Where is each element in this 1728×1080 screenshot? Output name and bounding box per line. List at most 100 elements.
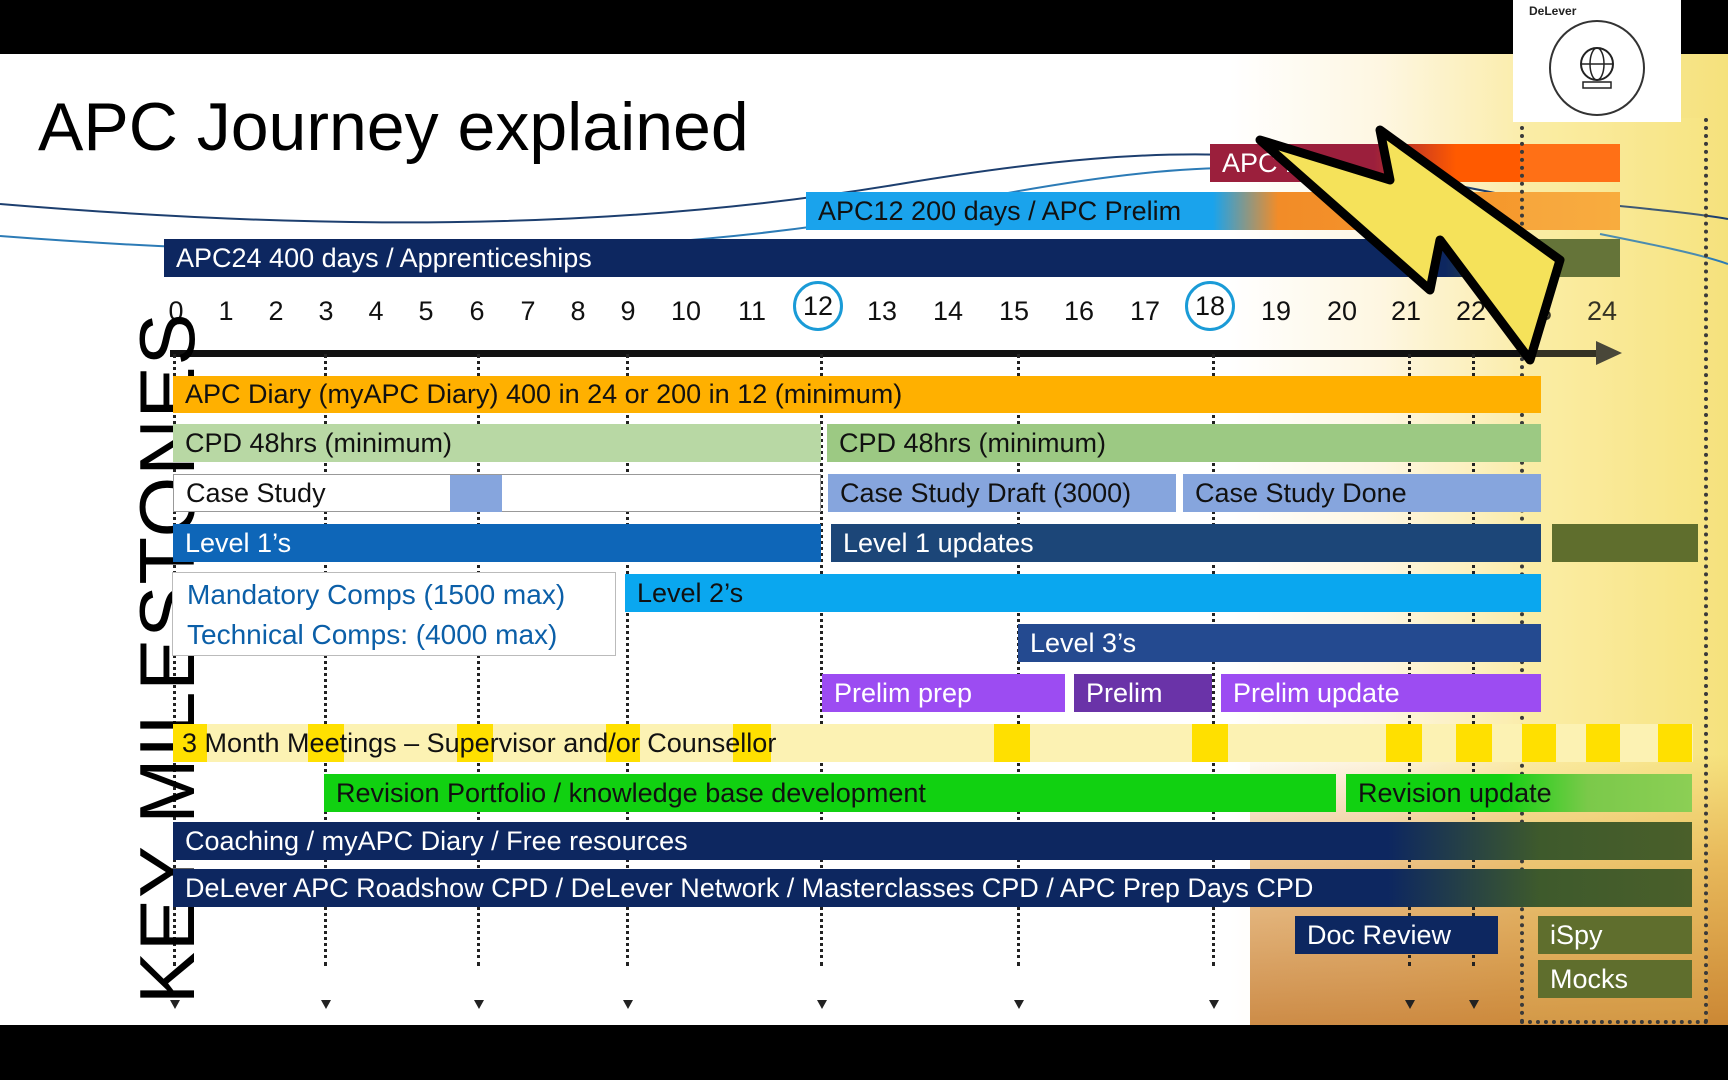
month-axis-labels: 0123456789101112131415161718192021222324	[0, 281, 1728, 336]
meeting-marker-5	[994, 724, 1030, 762]
roadshow-label: DeLever APC Roadshow CPD / DeLever Netwo…	[185, 872, 1314, 903]
timeline-axis	[170, 350, 1600, 357]
mandatory-comps-label: Mandatory Comps (1500 max)	[187, 579, 566, 610]
prelim-prep-label: Prelim prep	[834, 677, 973, 708]
prelim-update-bar: Prelim update	[1221, 674, 1541, 712]
page-title: APC Journey explained	[38, 89, 749, 165]
presenter-logo-panel: DeLever	[1513, 0, 1681, 122]
meeting-marker-3	[606, 724, 640, 762]
meeting-marker-11	[1658, 724, 1692, 762]
slide: APC Journey explained APC 16 APC12 200 d…	[0, 54, 1728, 1025]
gridline-arrow-5	[1014, 1000, 1024, 1009]
case-study-done-bar: Case Study Done	[1183, 474, 1541, 512]
gridline-0	[173, 354, 176, 966]
meeting-marker-1	[308, 724, 344, 762]
month-tick-14: 14	[932, 296, 964, 326]
diary-bar: APC Diary (myAPC Diary) 400 in 24 or 200…	[173, 376, 1541, 413]
doc-review-label: Doc Review	[1307, 919, 1452, 950]
level1-updates-label: Level 1 updates	[843, 527, 1034, 558]
logo-text: DeLever	[1529, 4, 1577, 18]
month-tick-10: 10	[670, 296, 702, 326]
level1-bar: Level 1’s	[173, 524, 821, 562]
mocks-bar: Mocks	[1538, 960, 1692, 998]
mocks-label: Mocks	[1550, 963, 1629, 994]
month-tick-11: 11	[737, 296, 767, 326]
competencies-box: Mandatory Comps (1500 max) Technical Com…	[172, 572, 616, 656]
gridline-arrow-7	[1405, 1000, 1415, 1009]
month-tick-24: 24	[1586, 296, 1618, 326]
gridline-3	[626, 354, 629, 966]
month-tick-9: 9	[620, 296, 636, 326]
gridline-arrow-0	[170, 1000, 180, 1009]
level3-bar: Level 3’s	[1018, 624, 1541, 662]
revision-update-label: Revision update	[1358, 777, 1552, 808]
gridline-arrow-1	[321, 1000, 331, 1009]
level1-label: Level 1’s	[185, 527, 292, 558]
cpd-bar-2: CPD 48hrs (minimum)	[827, 424, 1541, 462]
cpd-label-2: CPD 48hrs (minimum)	[839, 427, 1107, 458]
month-tick-15: 15	[998, 296, 1030, 326]
month-tick-17: 17	[1129, 296, 1161, 326]
revision-update-bar: Revision update	[1346, 774, 1692, 812]
gridline-arrow-8	[1469, 1000, 1479, 1009]
ispy-bar: iSpy	[1538, 916, 1692, 954]
cpd-bar-1: CPD 48hrs (minimum)	[173, 424, 821, 462]
cpd-label-1: CPD 48hrs (minimum)	[185, 427, 453, 458]
month-tick-16: 16	[1063, 296, 1095, 326]
month-tick-4: 4	[368, 296, 384, 326]
gridline-arrow-2	[474, 1000, 484, 1009]
level2-bar: Level 2’s	[625, 574, 1541, 612]
meeting-marker-7	[1386, 724, 1422, 762]
gridline-arrow-6	[1209, 1000, 1219, 1009]
case-study-marker	[450, 475, 502, 512]
prelim-prep-bar: Prelim prep	[822, 674, 1065, 712]
meeting-marker-8	[1456, 724, 1492, 762]
meeting-marker-4	[733, 724, 771, 762]
month-tick-18: 18	[1185, 281, 1235, 331]
month-tick-8: 8	[570, 296, 586, 326]
month-tick-20: 20	[1326, 296, 1358, 326]
month-tick-0: 0	[168, 296, 184, 326]
meetings-row	[173, 724, 1693, 762]
case-study-label: Case Study	[186, 477, 326, 508]
ispy-label: iSpy	[1550, 919, 1603, 950]
month-tick-2: 2	[268, 296, 284, 326]
month-tick-5: 5	[418, 296, 434, 326]
doc-review-bar: Doc Review	[1295, 916, 1498, 954]
coaching-bar: Coaching / myAPC Diary / Free resources	[173, 822, 1692, 860]
meetings-label: 3 Month Meetings – Supervisor and/or Cou…	[182, 727, 777, 758]
month-tick-7: 7	[520, 296, 536, 326]
case-study-done-label: Case Study Done	[1195, 477, 1407, 508]
month-tick-19: 19	[1260, 296, 1292, 326]
gridline-2	[477, 354, 480, 966]
meeting-marker-2	[457, 724, 493, 762]
prelim-label: Prelim	[1086, 677, 1163, 708]
timeline-arrow-head	[1596, 341, 1622, 365]
yellow-arrow-icon	[1255, 125, 1565, 365]
coaching-label: Coaching / myAPC Diary / Free resources	[185, 825, 688, 856]
level3-label: Level 3’s	[1030, 627, 1137, 658]
gridline-arrow-3	[623, 1000, 633, 1009]
month-tick-13: 13	[866, 296, 898, 326]
roadshow-bar: DeLever APC Roadshow CPD / DeLever Netwo…	[173, 869, 1692, 907]
apc24-label: APC24 400 days / Apprenticeships	[176, 242, 592, 273]
level2-label: Level 2’s	[637, 577, 744, 608]
case-study-draft-label: Case Study Draft (3000)	[840, 477, 1132, 508]
meeting-marker-9	[1522, 724, 1556, 762]
revision-portfolio-label: Revision Portfolio / knowledge base deve…	[336, 777, 926, 808]
technical-comps-label: Technical Comps: (4000 max)	[187, 619, 558, 650]
apc12-label: APC12 200 days / APC Prelim	[818, 195, 1182, 226]
meeting-marker-0	[173, 724, 207, 762]
month-tick-6: 6	[469, 296, 485, 326]
globe-icon	[1580, 47, 1614, 89]
level1-updates-bar: Level 1 updates	[831, 524, 1541, 562]
diary-label: APC Diary (myAPC Diary) 400 in 24 or 200…	[185, 379, 903, 409]
gridline-1	[324, 354, 327, 966]
month-tick-1: 1	[218, 296, 234, 326]
level1-extension	[1552, 524, 1698, 562]
prelim-bar: Prelim	[1074, 674, 1212, 712]
month-tick-3: 3	[318, 296, 334, 326]
gridline-arrow-4	[817, 1000, 827, 1009]
month-tick-12: 12	[793, 281, 843, 331]
revision-portfolio-bar: Revision Portfolio / knowledge base deve…	[324, 774, 1336, 812]
